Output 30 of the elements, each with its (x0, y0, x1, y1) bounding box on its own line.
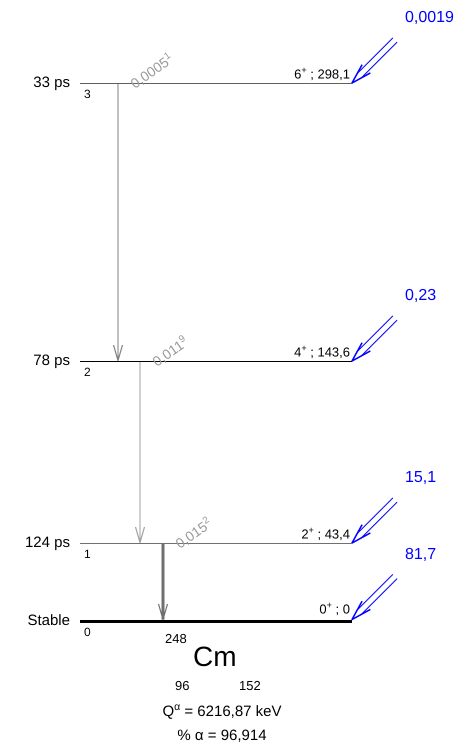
level-index: 1 (84, 548, 91, 560)
level-energy-label: 4$^{+}$ ; 143,6 (294, 344, 350, 358)
neutron-number: 152 (239, 679, 261, 692)
edge-label: 15,1 (405, 470, 436, 486)
level-energy-label: 6$^{+}$ ; 298,1 (294, 66, 350, 80)
atomic-number: 96 (175, 679, 190, 692)
feeding-arrow (351, 315, 398, 362)
level-index: 0 (84, 626, 91, 638)
level-index: 3 (84, 88, 91, 100)
feeding-arrow (351, 37, 398, 84)
half-life-label: 124 ps (24, 535, 70, 550)
edge-label: 0,0019 (405, 10, 454, 26)
isotope-mass-number: 248 (165, 632, 187, 645)
half-life-label: 78 ps (33, 353, 70, 368)
level-energy-label: 2$^{+}$ ; 43,4 (301, 526, 350, 540)
energy-level-line (80, 601, 352, 623)
level-index: 2 (84, 366, 91, 378)
transition-arrow (112, 84, 124, 362)
edge-label: 81,7 (405, 546, 436, 562)
edge-label: 0,23 (405, 288, 436, 304)
transition-arrow (134, 362, 146, 544)
half-life-label: 33 ps (33, 75, 70, 90)
transition-arrow (158, 544, 168, 620)
feeding-arrow (351, 497, 398, 544)
element-symbol: Cm (193, 643, 237, 671)
branching-ratio: % α = 96,914 (176, 728, 268, 743)
level-energy-label: 0$^{+}$ ; 0 (319, 600, 350, 615)
decay-energy: Q$^{α}$ = 6216,87 keV (161, 702, 283, 719)
half-life-label: Stable (27, 613, 70, 628)
feeding-arrow (351, 574, 398, 620)
